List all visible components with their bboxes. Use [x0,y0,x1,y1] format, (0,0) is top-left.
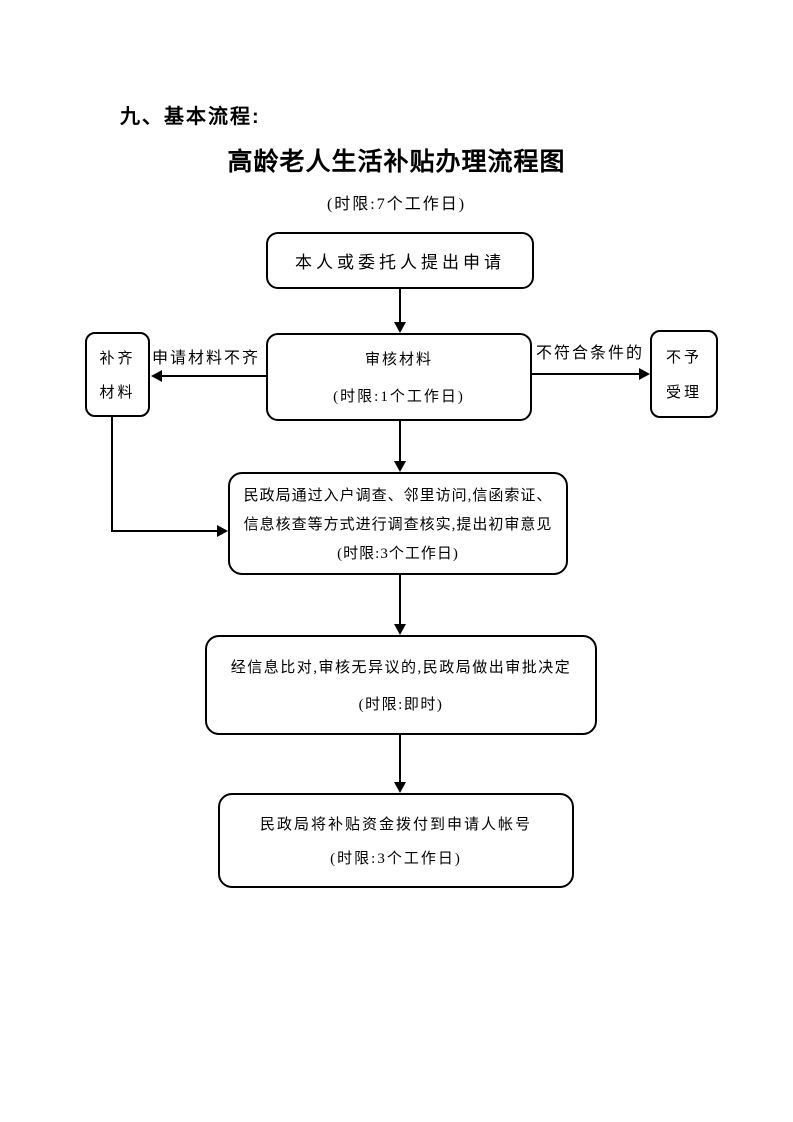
flow-node-investigate: 民政局通过入户调查、邻里访问,信函索证、 信息核查等方式进行调查核实,提出初审意… [228,472,568,575]
arrow-review-to-supplement-line [161,375,266,377]
flow-node-supplement-text-line2: 材料 [99,385,136,401]
flow-node-approve: 经信息比对,审核无异议的,民政局做出审批决定 (时限:即时) [205,635,597,735]
arrow-investigate-to-approve-head [394,624,406,635]
flow-node-review-text: 审核材料 [364,352,433,368]
arrow-approve-to-payment-head [394,782,406,793]
flow-node-reject-text-line2: 受理 [665,385,702,401]
arrow-supplement-to-investigate-vline [111,417,113,532]
flow-node-apply: 本人或委托人提出申请 [266,232,534,289]
flow-node-investigate-text-line1: 民政局通过入户调查、邻里访问,信函索证、 [243,488,553,504]
flow-node-investigate-text-line2: 信息核查等方式进行调查核实,提出初审意见 [243,517,553,533]
flow-node-investigate-time-limit: (时限:3个工作日) [337,546,459,562]
section-heading: 九、基本流程: [120,106,261,128]
flow-node-payment-time-limit: (时限:3个工作日) [330,851,462,867]
arrow-review-to-reject-head [639,368,650,380]
arrow-supplement-to-investigate-hline [111,530,218,532]
flow-node-reject-text-line1: 不予 [665,350,702,366]
flow-node-payment: 民政局将补贴资金拨付到申请人帐号 (时限:3个工作日) [218,793,574,888]
flowchart-title: 高龄老人生活补贴办理流程图 [227,148,566,176]
arrow-review-to-reject-line [532,373,640,375]
arrow-investigate-to-approve-line [399,575,401,624]
arrow-review-to-investigate-line [399,421,401,462]
flowchart-time-limit-subtitle: (时限:7个工作日) [326,196,467,213]
edge-label-materials-incomplete: 申请材料不齐 [152,350,261,367]
flow-node-review-time-limit: (时限:1个工作日) [333,389,465,405]
flow-node-review: 审核材料 (时限:1个工作日) [266,333,532,421]
arrow-approve-to-payment-line [399,735,401,782]
arrow-review-to-investigate-head [394,461,406,472]
flow-node-payment-text: 民政局将补贴资金拨付到申请人帐号 [259,817,532,833]
arrow-apply-to-review-line [399,289,401,323]
flow-node-apply-text: 本人或委托人提出申请 [295,253,505,272]
arrow-apply-to-review-head [394,322,406,333]
flow-node-reject: 不予 受理 [650,330,718,418]
flow-node-approve-text: 经信息比对,审核无异议的,民政局做出审批决定 [230,660,572,676]
flow-node-approve-time-limit: (时限:即时) [358,697,444,713]
edge-label-not-eligible: 不符合条件的 [536,345,645,362]
arrow-supplement-to-investigate-head [217,525,228,537]
flow-node-supplement-materials: 补齐 材料 [85,332,150,417]
arrow-review-to-supplement-head [151,370,162,382]
flow-node-supplement-text-line1: 补齐 [99,351,136,367]
